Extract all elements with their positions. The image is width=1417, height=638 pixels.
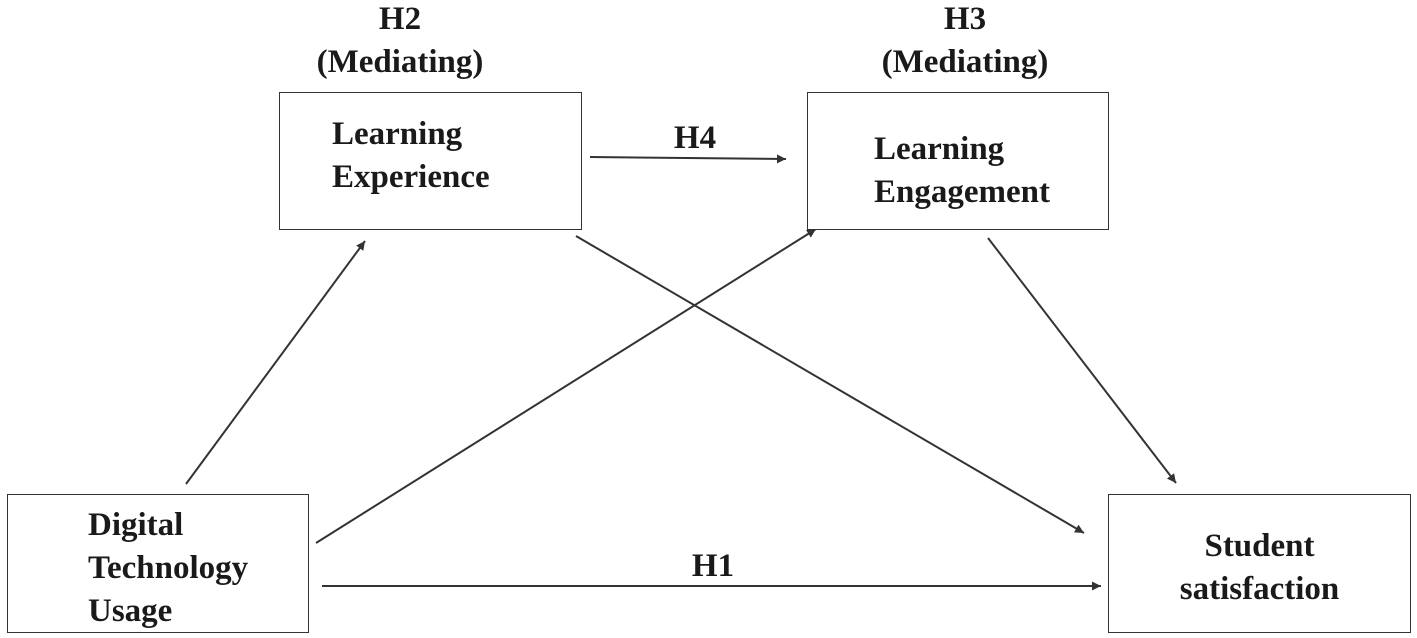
student-satisfaction-box: Student satisfaction [1108, 494, 1411, 633]
h1-label: H1 [678, 545, 748, 588]
arrow-learning-engagement-to-student-satisfaction [987, 237, 1177, 484]
arrow-dtu-to-learning-engagement [315, 228, 817, 544]
learning-experience-line-1: Learning [332, 116, 463, 152]
h2-role-text: (Mediating) [316, 44, 484, 80]
arrow-dtu-to-learning-experience [185, 240, 366, 485]
learning-engagement-text: Learning Engagement [874, 128, 1050, 214]
student-satisfaction-line-1: Student [1204, 528, 1315, 564]
digital-technology-usage-line-1: Digital [88, 507, 184, 543]
digital-technology-usage-box: Digital Technology Usage [7, 494, 309, 633]
learning-experience-line-2: Experience [332, 159, 490, 195]
h2-label-text: H2 [378, 1, 422, 37]
arrow-learning-experience-to-learning-engagement [589, 154, 787, 164]
student-satisfaction-line-2: satisfaction [1179, 571, 1340, 607]
learning-engagement-line-2: Engagement [874, 174, 1050, 210]
h4-label: H4 [660, 117, 730, 160]
h3-label-text: H3 [943, 1, 987, 37]
digital-technology-usage-line-3: Usage [88, 593, 173, 629]
h3-role-text: (Mediating) [881, 44, 1049, 80]
learning-engagement-box: Learning Engagement [807, 92, 1109, 230]
learning-experience-text: Learning Experience [332, 113, 490, 199]
h3-label: H3 (Mediating) [865, 0, 1065, 84]
digital-technology-usage-text: Digital Technology Usage [88, 504, 248, 633]
h1-label-text: H1 [691, 548, 735, 584]
h4-label-text: H4 [673, 120, 717, 156]
student-satisfaction-text: Student satisfaction [1109, 525, 1410, 611]
h2-label: H2 (Mediating) [300, 0, 500, 84]
digital-technology-usage-line-2: Technology [88, 550, 249, 586]
learning-engagement-line-1: Learning [874, 131, 1005, 167]
arrow-learning-experience-to-student-satisfaction [575, 235, 1085, 534]
learning-experience-box: Learning Experience [279, 92, 582, 230]
